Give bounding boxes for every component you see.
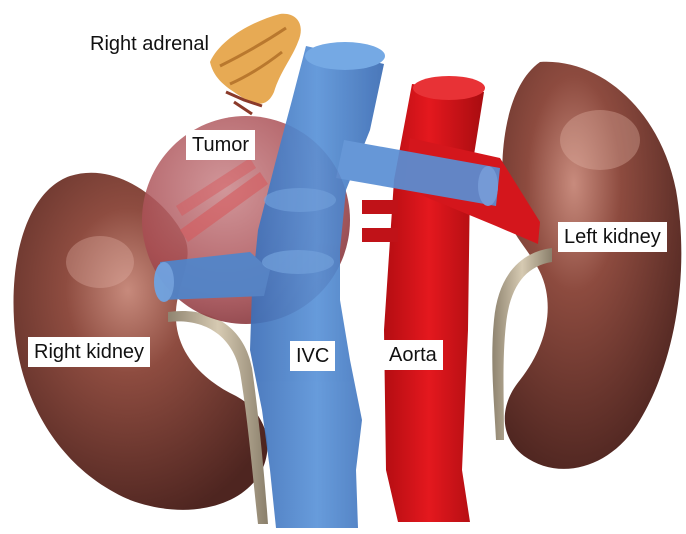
ivc-label: IVC bbox=[290, 341, 335, 371]
right-kidney-label: Right kidney bbox=[28, 337, 150, 367]
tumor-label: Tumor bbox=[186, 130, 255, 160]
right-adrenal-label: Right adrenal bbox=[84, 29, 215, 59]
aorta-label: Aorta bbox=[383, 340, 443, 370]
left-kidney-label: Left kidney bbox=[558, 222, 667, 252]
right-adrenal-gland bbox=[210, 14, 301, 114]
